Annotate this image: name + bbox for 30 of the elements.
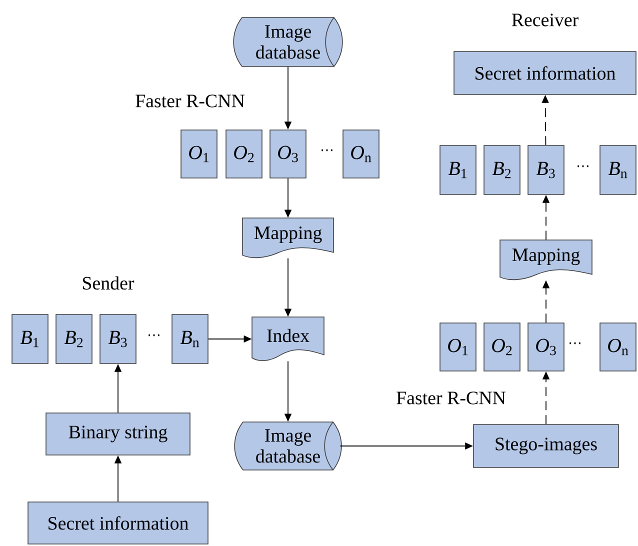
process-box: O$_{3}$ [528, 322, 564, 372]
process-box: O$_{n}$ [342, 130, 380, 178]
ellipsis: ⋯ [570, 342, 580, 344]
database-cylinder: Image database [233, 17, 343, 67]
process-box: Stego-images [473, 424, 619, 468]
section-label: Faster R-CNN [136, 94, 244, 108]
process-box: Binary string [46, 412, 190, 456]
ellipsis: ⋯ [322, 149, 332, 152]
section-label: Faster R-CNN [396, 392, 506, 404]
process-box: Secret information [454, 51, 636, 95]
section-label: Receiver [512, 14, 578, 26]
process-box: B$_{2}$ [56, 314, 92, 364]
process-box: B$_{3}$ [528, 145, 564, 195]
section-label: Sender [83, 276, 134, 290]
ellipsis: ⋯ [148, 334, 160, 336]
process-box: B$_{n}$ [600, 145, 636, 195]
process-box: B$_{3}$ [100, 314, 136, 364]
process-box: B$_{2}$ [484, 145, 520, 195]
process-box: O$_{1}$ [180, 130, 218, 178]
process-box: O$_{3}$ [270, 130, 306, 178]
process-box: O$_{2}$ [484, 322, 520, 372]
process-box: B$_{1}$ [12, 314, 48, 364]
process-box: O$_{2}$ [226, 130, 262, 178]
database-cylinder: Image database [234, 422, 342, 470]
ellipsis: ⋯ [578, 165, 588, 168]
process-box: O$_{n}$ [600, 322, 636, 372]
process-box: B$_{n}$ [172, 314, 208, 364]
process-box: B$_{1}$ [440, 145, 476, 195]
process-box: O$_{1}$ [440, 322, 476, 372]
process-box: Secret information [28, 502, 208, 544]
